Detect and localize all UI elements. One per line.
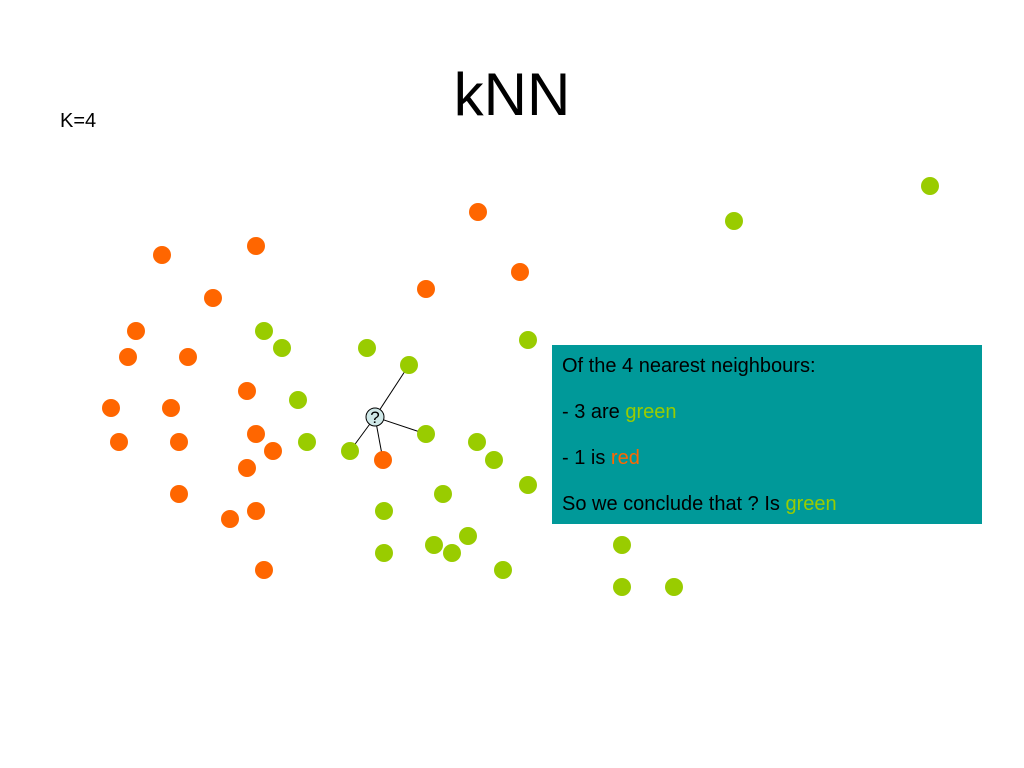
red-point (102, 399, 120, 417)
red-point (170, 485, 188, 503)
green-point (289, 391, 307, 409)
green-point (665, 578, 683, 596)
red-point (264, 442, 282, 460)
red-point (127, 322, 145, 340)
green-point (400, 356, 418, 374)
green-point (613, 578, 631, 596)
query-point (365, 407, 385, 427)
red-point (247, 502, 265, 520)
red-point (247, 425, 265, 443)
query-label: ? (370, 408, 379, 427)
green-point (613, 536, 631, 554)
k-value-label: K=4 (60, 110, 97, 132)
red-point (179, 348, 197, 366)
red-point (170, 433, 188, 451)
green-point (434, 485, 452, 503)
conclusion-green-word: green (785, 493, 837, 515)
red-point (255, 561, 273, 579)
green-point (494, 561, 512, 579)
neighbour-edges (349, 364, 427, 461)
red-point (119, 348, 137, 366)
red-point (247, 237, 265, 255)
info-line-red-count: - 1 is red (562, 445, 972, 471)
page-title: kNN (453, 61, 571, 128)
green-point (725, 212, 743, 230)
red-point (238, 459, 256, 477)
red-point (162, 399, 180, 417)
data-points (102, 177, 939, 596)
green-point (519, 476, 537, 494)
green-point (921, 177, 939, 195)
red-point (374, 451, 392, 469)
green-point (375, 544, 393, 562)
red-word: red (610, 447, 640, 469)
red-point (221, 510, 239, 528)
red-point (238, 382, 256, 400)
info-line-neighbours: Of the 4 nearest neighbours: (562, 353, 972, 379)
red-point (153, 246, 171, 264)
green-point (273, 339, 291, 357)
green-point (459, 527, 477, 545)
green-word: green (625, 401, 677, 423)
neighbour-edge (374, 364, 410, 418)
red-point (110, 433, 128, 451)
red-count-text: - 1 is (562, 447, 611, 469)
green-point (341, 442, 359, 460)
red-point (469, 203, 487, 221)
red-point (511, 263, 529, 281)
neighbours-heading: Of the 4 nearest neighbours: (562, 355, 816, 377)
info-line-green-count: - 3 are green (562, 399, 972, 425)
green-point (443, 544, 461, 562)
red-point (417, 280, 435, 298)
conclusion-box: Of the 4 nearest neighbours: - 3 are gre… (552, 345, 982, 524)
green-point (255, 322, 273, 340)
green-point (519, 331, 537, 349)
query-point-group: ? (365, 407, 385, 427)
red-point (204, 289, 222, 307)
green-point (485, 451, 503, 469)
green-point (468, 433, 486, 451)
green-point (375, 502, 393, 520)
green-count-text: - 3 are (562, 401, 626, 423)
conclusion-text: So we conclude that ? Is (562, 493, 786, 515)
info-line-conclusion: So we conclude that ? Is green (562, 491, 972, 517)
green-point (298, 433, 316, 451)
green-point (358, 339, 376, 357)
green-point (417, 425, 435, 443)
green-point (425, 536, 443, 554)
